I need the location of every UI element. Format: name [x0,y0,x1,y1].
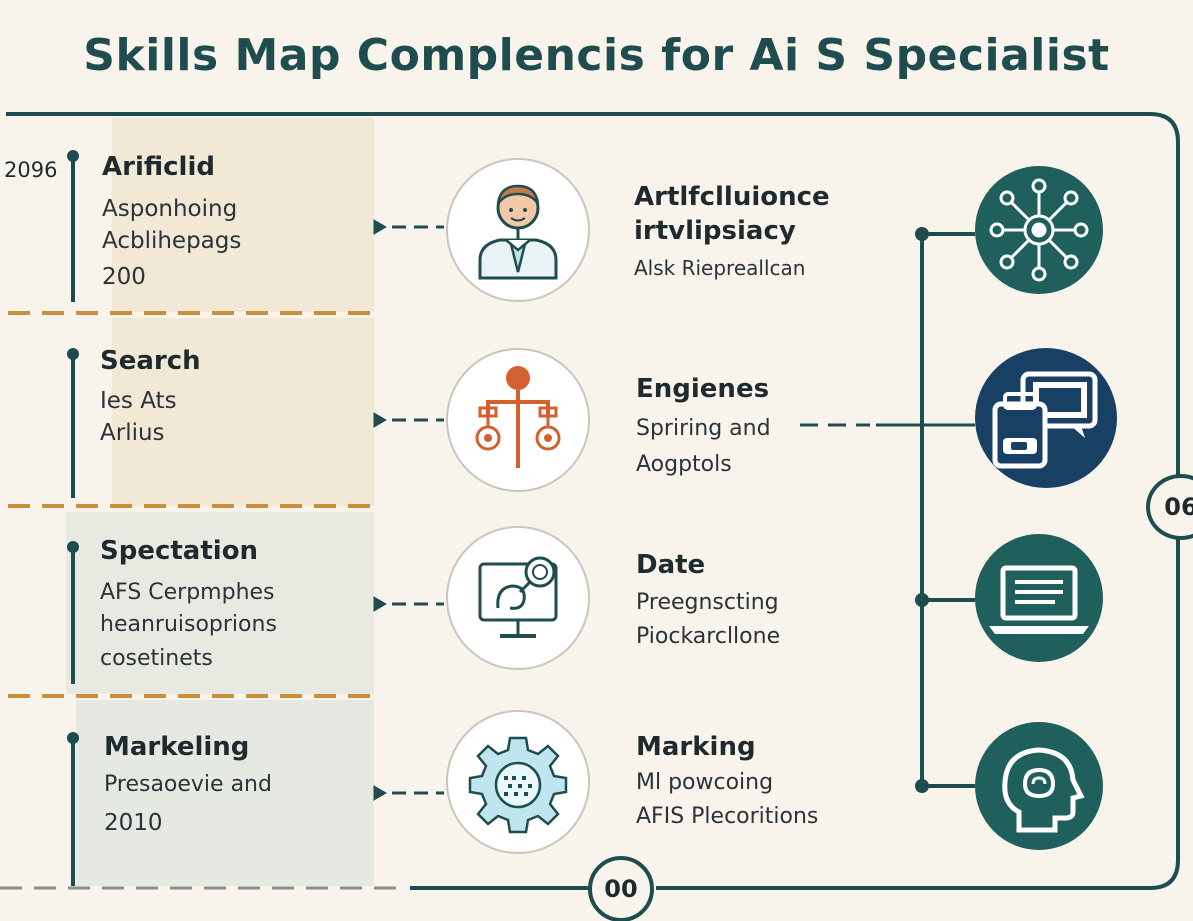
devices-icon [975,348,1117,488]
row-1-left-heading: Arificlid [102,152,215,182]
laptop-icon [975,534,1103,662]
person-icon [446,158,590,302]
row-2-left-line-1: Ies Ats [100,388,177,414]
row-3-left-heading: Spectation [100,536,259,566]
row-4-left-line-2: 2010 [104,810,163,836]
row-2-band [112,318,374,506]
row-2-left-heading: Search [100,346,201,376]
row-1-left-line-3: 200 [102,264,146,290]
row-4-mid-heading: Marking [636,732,756,762]
row-1-mid-heading-1: Artlfclluionce [634,182,830,212]
row-2-mid-line-2: Aogptols [636,452,732,477]
gear-icon [446,710,590,854]
timeline-year: 2096 [4,158,58,182]
row-4-band [76,700,374,886]
network-icon [975,166,1103,294]
row-4-left-line-1: Presaoevie and [104,772,272,797]
row-3-left-line-2: heanruisoprions [100,612,277,637]
row-3-mid-line-1: Preegnscting [636,590,779,615]
row-1-left-line-1: Asponhoing [102,196,238,222]
row-4-left-heading: Markeling [104,732,250,762]
row-4-mid-line-2: AFIS Plecoritions [636,804,819,829]
row-3-left-line-3: cosetinets [100,646,213,671]
row-1-left-line-2: Acblihepags [102,228,242,254]
hierarchy-icon [446,348,590,492]
row-2-mid-line-1: Spriring and [636,416,771,441]
right-badge: 06 [1146,474,1193,540]
row-3-mid-heading: Date [636,550,706,580]
row-1-mid-heading-2: irtvlipsiacy [634,216,796,246]
row-2-mid-heading: Engienes [636,374,770,404]
row-3-mid-line-2: Piockarcllone [636,624,781,649]
page-title: Skills Map Complencis for Ai S Specialis… [83,30,1110,81]
bottom-badge: 00 [588,856,654,921]
row-4-mid-line-1: Ml powcoing [636,770,774,795]
row-1-band [112,118,374,312]
row-3-band [66,512,374,694]
monitor-icon [446,526,590,670]
row-3-left-line-1: AFS Cerpmphes [100,580,275,605]
row-1-mid-line-1: Alsk Riepreallcan [634,256,806,280]
row-2-left-line-2: Arlius [100,420,165,446]
head-brain-icon [975,722,1103,850]
